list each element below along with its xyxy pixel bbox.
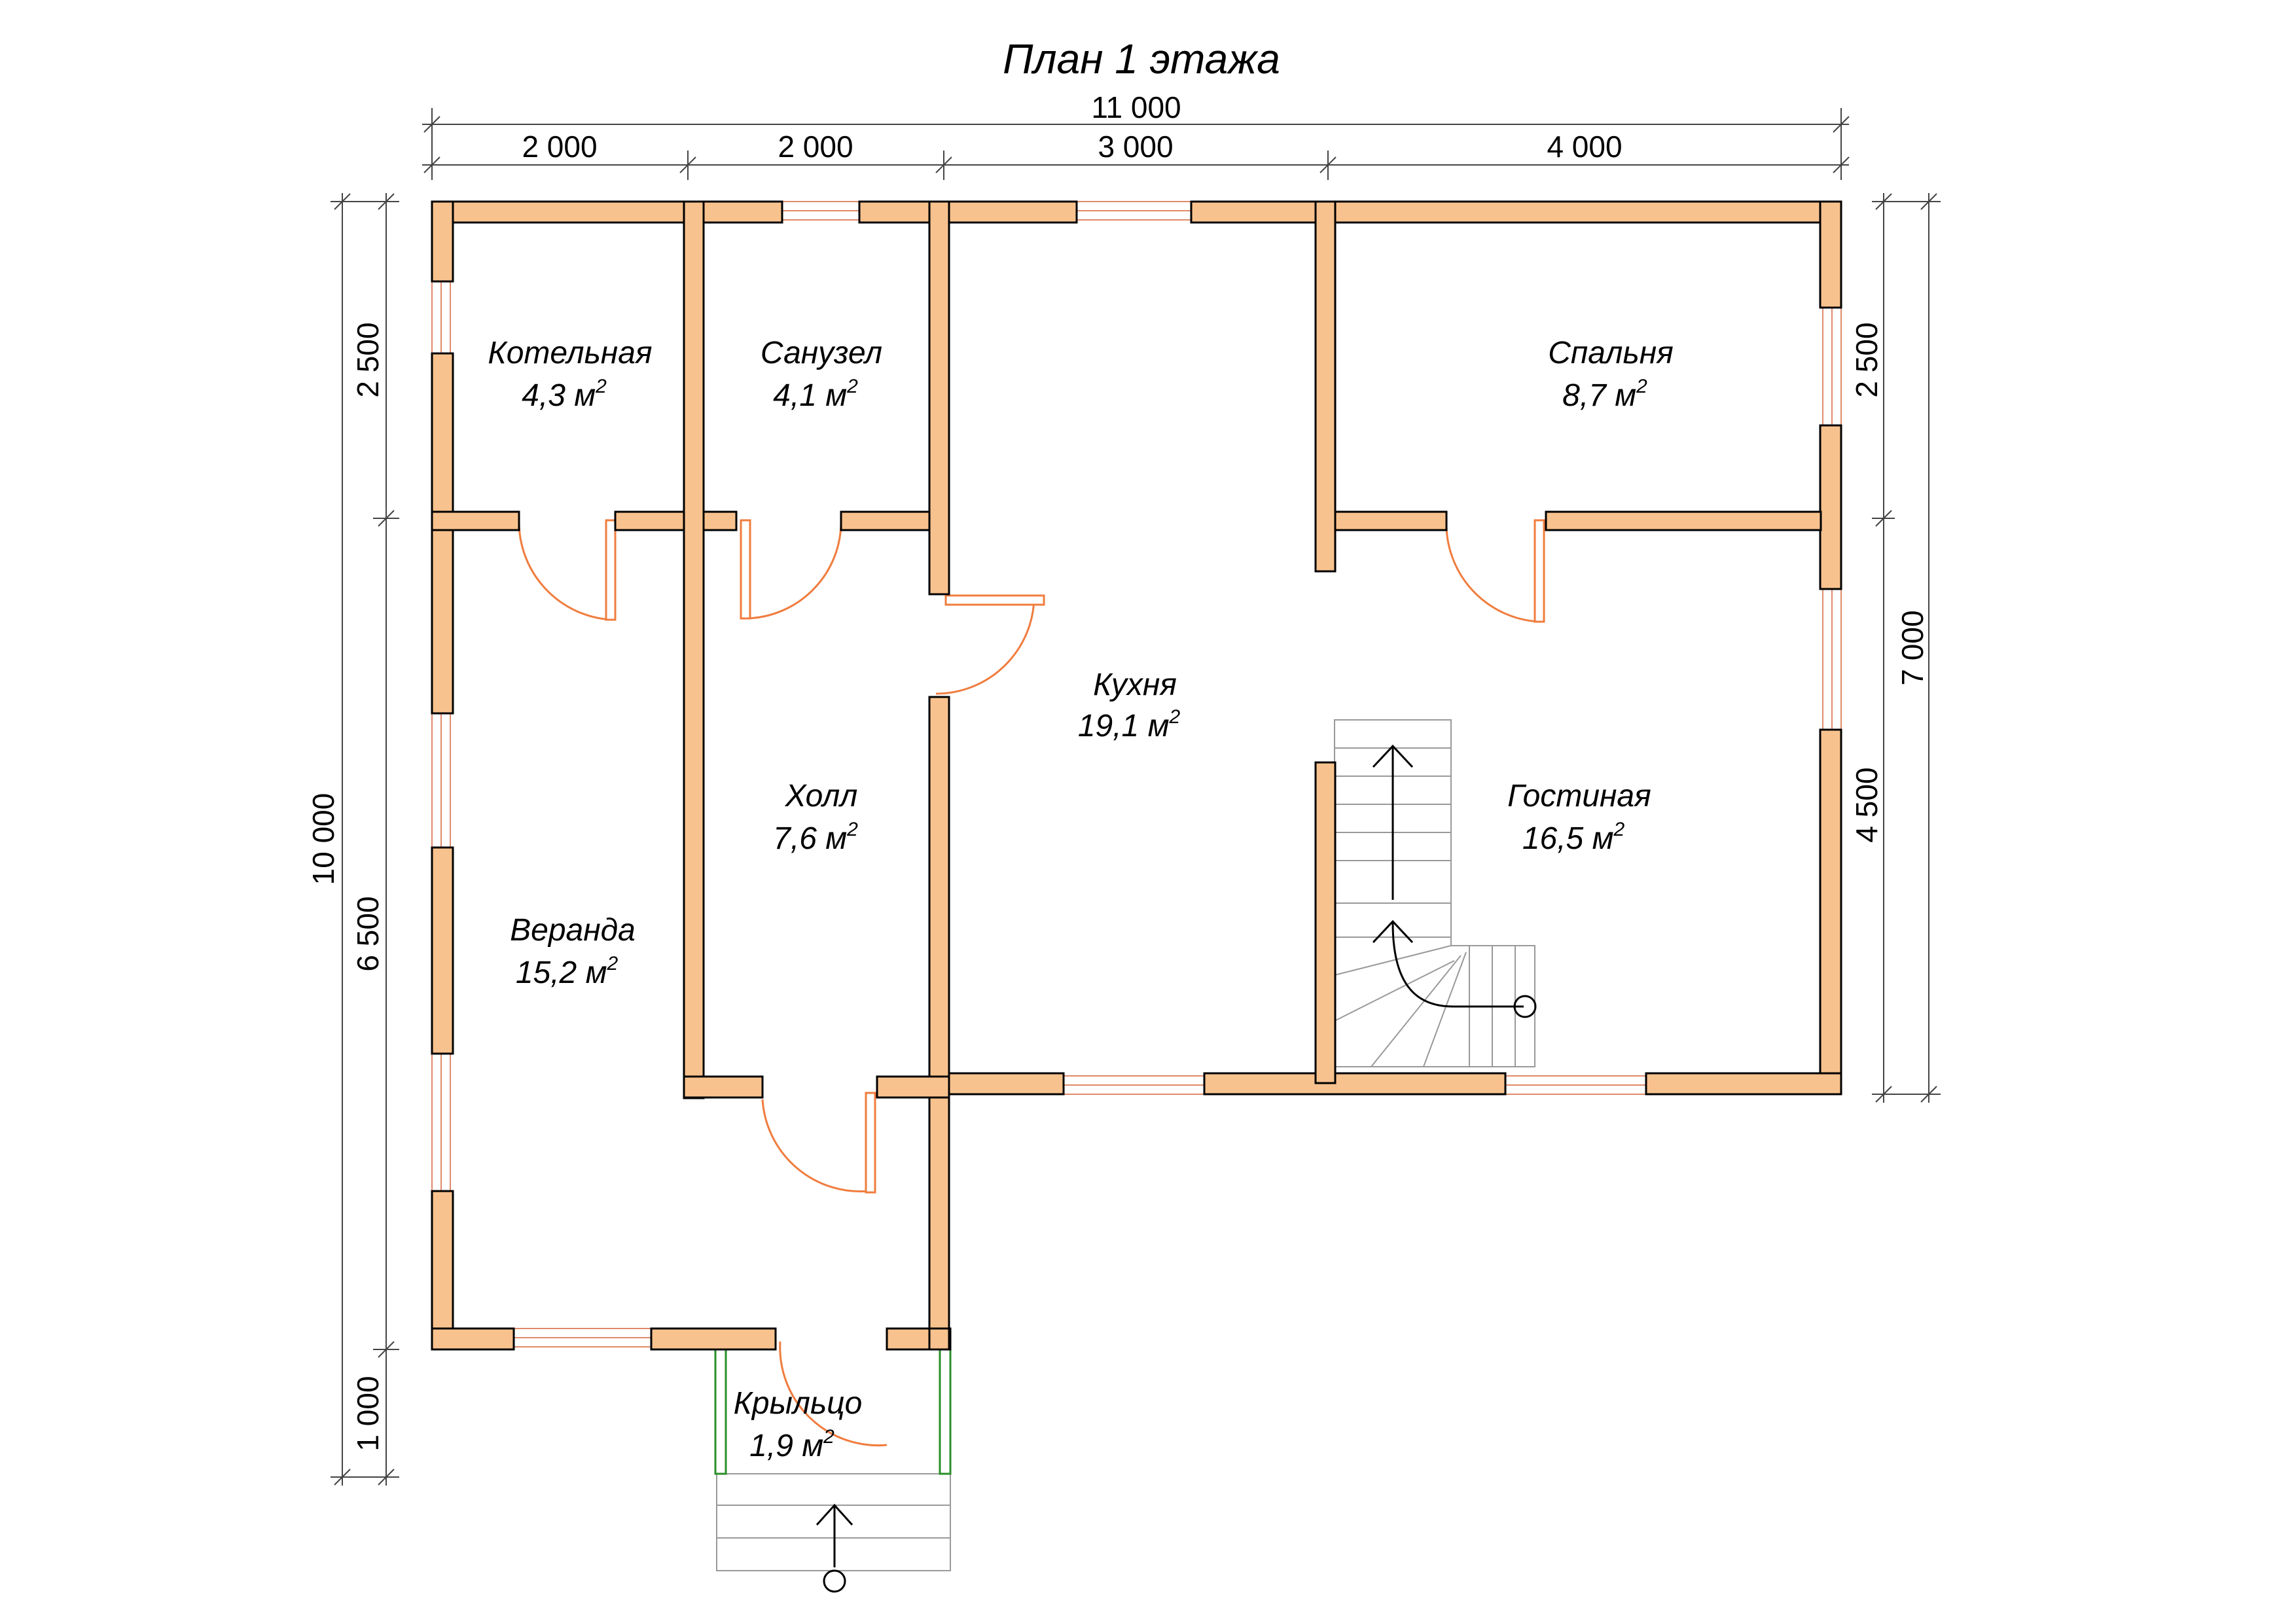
room-name-kotelnaya: Котельная [488, 336, 652, 370]
plan-title: План 1 этажа [1003, 35, 1280, 82]
dim-right-segment-2: 4 500 [1850, 767, 1884, 842]
room-veranda: Веранда 15,2 м2 [510, 913, 636, 990]
room-kukhnya: Кухня 19,1 м2 [1078, 668, 1181, 743]
room-gostinaya: Гостиная 16,5 м2 [1507, 779, 1651, 856]
room-name-kukhnya: Кухня [1093, 668, 1177, 702]
room-labels: Котельная 4,3 м2 Санузел 4,1 м2 Спальня … [488, 336, 1673, 1463]
dim-left-segment-1: 2 500 [351, 322, 385, 397]
room-area-kukhnya: 19,1 м2 [1078, 706, 1181, 743]
room-name-holl: Холл [785, 779, 858, 813]
dim-top-total: 11 000 [1091, 90, 1181, 124]
room-name-krylco: Крыльцо [734, 1386, 863, 1421]
doors [518, 519, 1545, 1447]
room-name-veranda: Веранда [510, 913, 636, 948]
room-area-sanuzel: 4,1 м2 [773, 376, 858, 413]
room-spalnya: Спальня 8,7 м2 [1548, 336, 1674, 413]
room-area-kotelnaya: 4,3 м2 [522, 376, 607, 413]
room-holl: Холл 7,6 м2 [773, 779, 858, 856]
room-sanuzel: Санузел 4,1 м2 [761, 336, 882, 413]
porch-steps [716, 1473, 951, 1593]
room-krylco: Крыльцо 1,9 м2 [734, 1386, 863, 1463]
room-area-krylco: 1,9 м2 [749, 1426, 834, 1463]
dim-left-segment-3: 1 000 [351, 1376, 385, 1451]
dim-top-segment-1: 2 000 [522, 130, 597, 164]
dimension-top: 11 000 2 000 2 000 3 000 4 000 [422, 90, 1850, 180]
dim-top-segment-4: 4 000 [1547, 130, 1622, 164]
room-name-gostinaya: Гостиная [1507, 779, 1651, 813]
room-name-spalnya: Спальня [1548, 336, 1674, 370]
walls [431, 200, 1842, 1351]
windows [431, 201, 1842, 1475]
dim-right-total: 7 000 [1895, 610, 1929, 685]
dim-top-segment-3: 3 000 [1098, 130, 1173, 164]
interior-staircase [1334, 719, 1537, 1067]
dim-top-segment-2: 2 000 [778, 130, 853, 164]
dimension-right: 7 000 2 500 4 500 [1850, 193, 1941, 1103]
dim-left-total: 10 000 [306, 793, 340, 885]
room-area-spalnya: 8,7 м2 [1562, 376, 1647, 413]
dim-right-segment-1: 2 500 [1850, 322, 1884, 397]
room-name-sanuzel: Санузел [761, 336, 882, 370]
room-area-veranda: 15,2 м2 [516, 953, 619, 990]
dimension-left: 10 000 2 500 6 500 1 000 [306, 193, 399, 1486]
dim-left-segment-2: 6 500 [351, 896, 385, 971]
room-kotelnaya: Котельная 4,3 м2 [488, 336, 652, 413]
room-area-gostinaya: 16,5 м2 [1522, 819, 1625, 856]
room-area-holl: 7,6 м2 [773, 819, 858, 856]
